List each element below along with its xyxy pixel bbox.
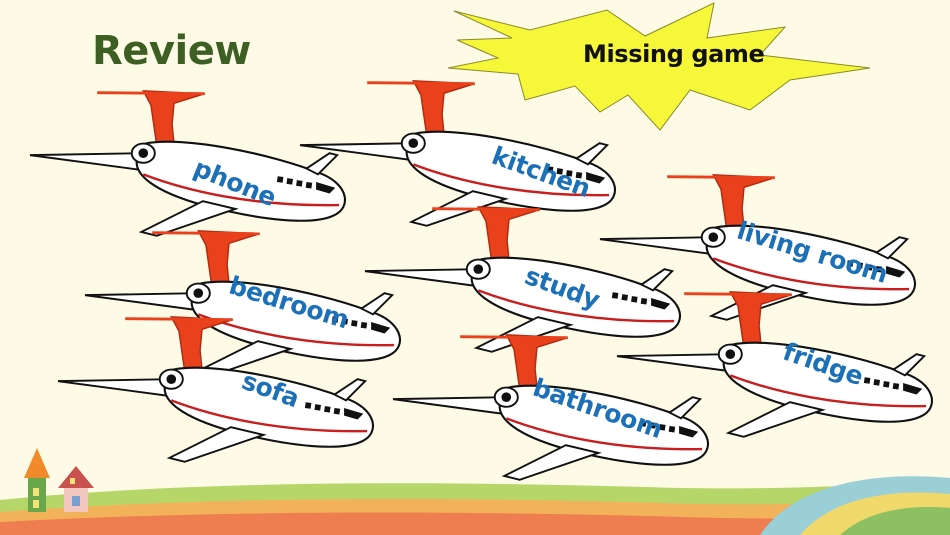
missing-game-label: Missing game xyxy=(583,40,765,68)
cottage-house-icon xyxy=(58,466,94,512)
page-title: Review xyxy=(92,28,251,74)
tower-house-icon xyxy=(24,448,50,512)
